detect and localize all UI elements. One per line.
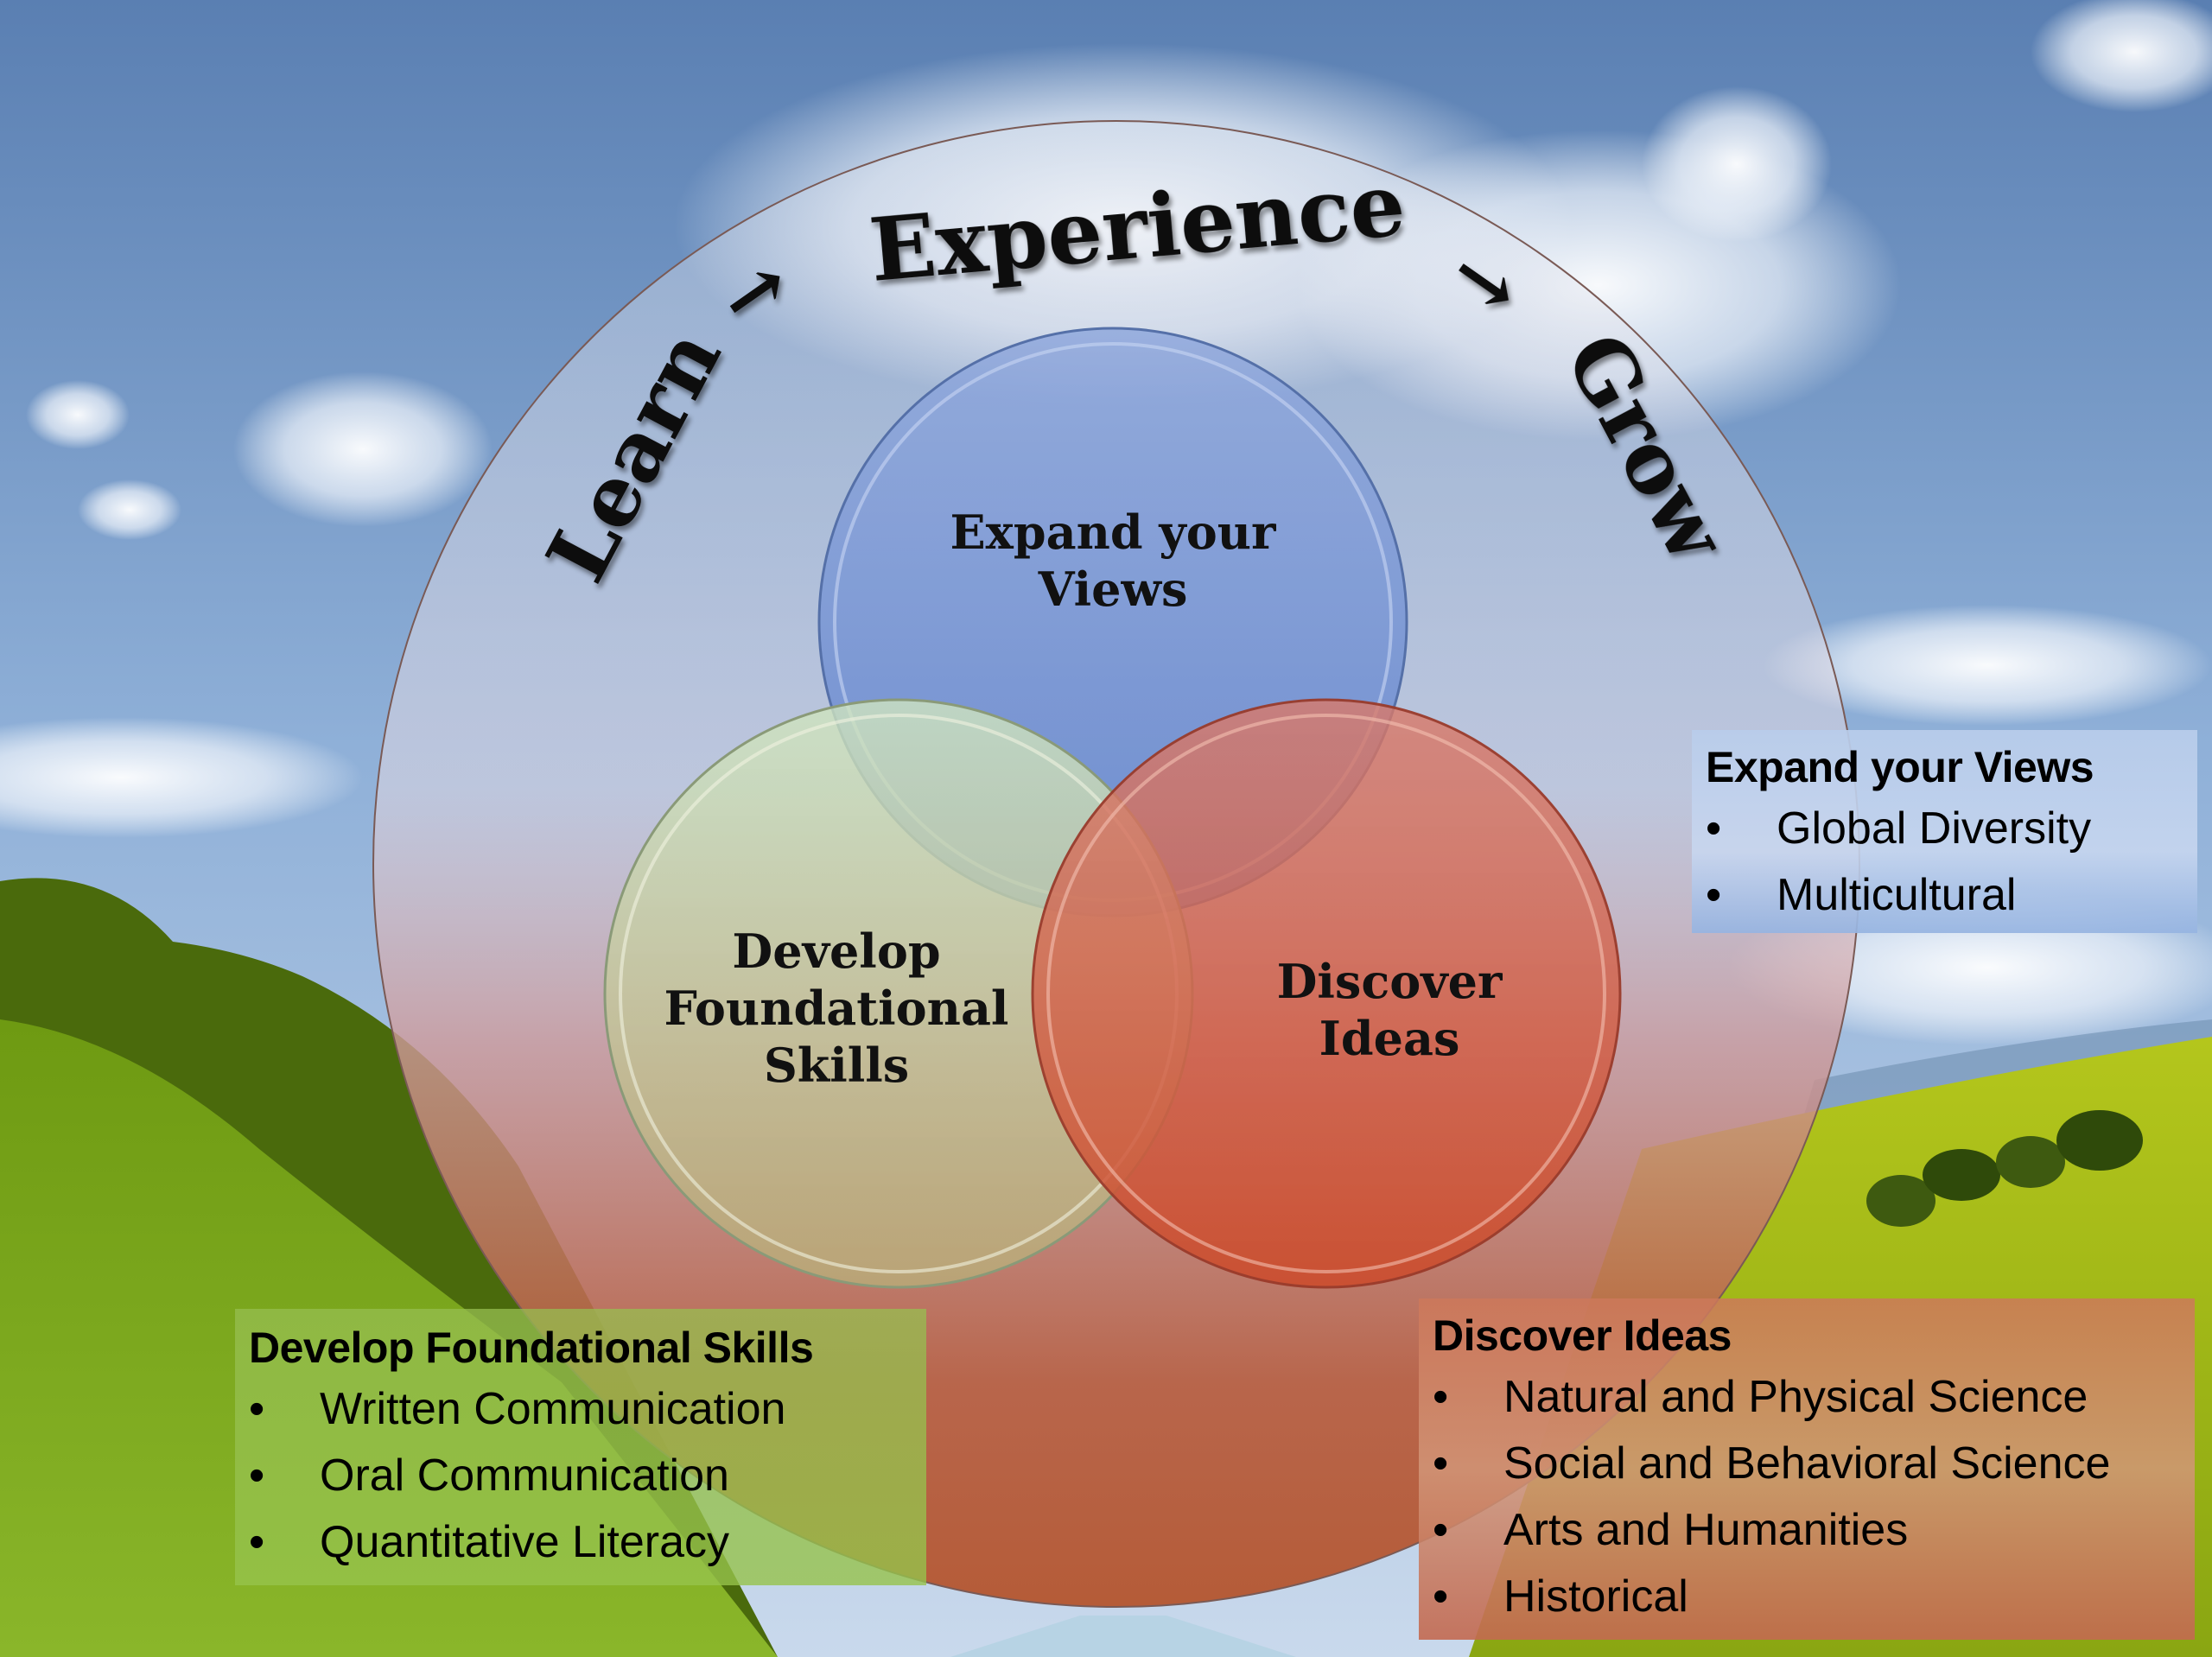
venn-label-line: Views [1038, 562, 1188, 617]
venn-label-line: Skills [764, 1038, 909, 1093]
list-item: •Oral Communication [249, 1443, 912, 1509]
venn-label-line: Ideas [1319, 1011, 1460, 1066]
list-item: •Historical [1433, 1564, 2181, 1630]
panel-foundational-skills: Develop Foundational Skills •Written Com… [235, 1309, 926, 1585]
panel-ideas-title: Discover Ideas [1433, 1311, 1732, 1360]
panel-views-list: •Global Diversity •Multicultural [1706, 796, 2183, 929]
list-item: •Arts and Humanities [1433, 1497, 2181, 1564]
panel-ideas-list: •Natural and Physical Science •Social an… [1433, 1364, 2181, 1630]
list-item: •Global Diversity [1706, 796, 2183, 862]
bullet-icon: • [249, 1517, 265, 1567]
venn-label-line: Expand your [950, 505, 1276, 560]
panel-views-title: Expand your Views [1706, 743, 2094, 791]
bullet-icon: • [1433, 1438, 1449, 1489]
list-item: •Social and Behavioral Science [1433, 1431, 2181, 1497]
bullet-icon: • [249, 1384, 265, 1434]
list-item: •Written Communication [249, 1376, 912, 1443]
list-item: •Multicultural [1706, 862, 2183, 929]
panel-skills-title: Develop Foundational Skills [249, 1324, 814, 1372]
panel-discover-ideas: Discover Ideas •Natural and Physical Sci… [1419, 1298, 2195, 1640]
venn-label-line: Develop [732, 924, 940, 979]
bullet-icon: • [1706, 803, 1722, 854]
venn-label-line: Discover [1277, 954, 1503, 1009]
bullet-icon: • [1433, 1505, 1449, 1555]
venn-circle-ideas-highlight [1046, 714, 1606, 1273]
list-item: •Quantitative Literacy [249, 1509, 912, 1576]
venn-circle-ideas[interactable] [1031, 698, 1622, 1289]
bullet-icon: • [1433, 1571, 1449, 1622]
bullet-icon: • [1706, 870, 1722, 920]
list-item: •Natural and Physical Science [1433, 1364, 2181, 1431]
panel-expand-views: Expand your Views •Global Diversity •Mul… [1692, 730, 2197, 933]
panel-skills-list: •Written Communication •Oral Communicati… [249, 1376, 912, 1576]
venn-label-line: Foundational [664, 981, 1009, 1036]
bullet-icon: • [249, 1451, 265, 1501]
bullet-icon: • [1433, 1372, 1449, 1422]
